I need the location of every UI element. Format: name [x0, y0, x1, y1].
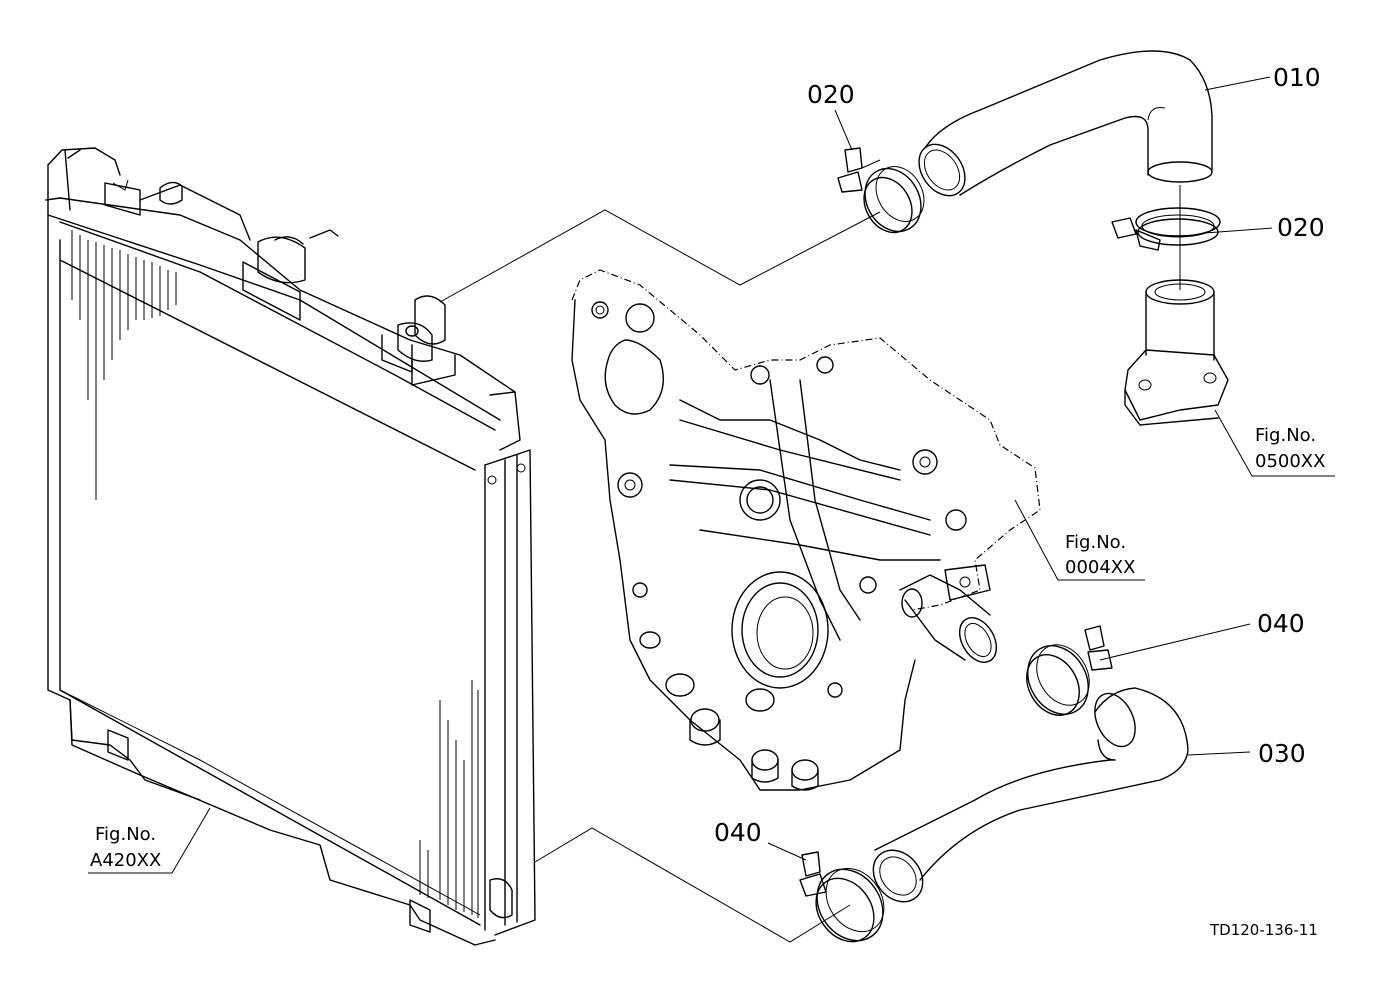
fig-number-radiator: A420XX: [90, 850, 161, 871]
part-label-020-upper-left: 020: [807, 80, 855, 109]
fig-label-thermostat: Fig.No.: [1255, 425, 1316, 446]
drawing-code: TD120-136-11: [1209, 921, 1318, 939]
leader-lines: [88, 76, 1335, 874]
part-label-020-upper-right: 020: [1277, 213, 1325, 242]
part-label-030: 030: [1258, 739, 1306, 768]
fig-label-gear-case: Fig.No.: [1065, 532, 1126, 553]
lower-hose-illustration: [872, 687, 1189, 903]
thermostat-housing-illustration: [1124, 279, 1229, 426]
upper-clamp-right-illustration: [1111, 207, 1221, 251]
part-label-040-right: 040: [1257, 609, 1305, 638]
upper-clamp-left-illustration: [837, 147, 925, 234]
part-label-010: 010: [1273, 63, 1321, 92]
fig-number-gear-case: 0004XX: [1065, 557, 1135, 578]
fig-number-thermostat: 0500XX: [1255, 451, 1325, 472]
gear-case-illustration: [571, 269, 1041, 791]
fig-label-radiator: Fig.No.: [95, 824, 156, 845]
part-label-040-left: 040: [714, 818, 762, 847]
lower-clamp-right-illustration: [1026, 625, 1113, 716]
lower-clamp-left-illustration: [799, 851, 885, 943]
upper-hose-illustration: [918, 50, 1213, 197]
radiator-illustration: [45, 147, 536, 946]
assembly-lines: [439, 185, 1181, 943]
